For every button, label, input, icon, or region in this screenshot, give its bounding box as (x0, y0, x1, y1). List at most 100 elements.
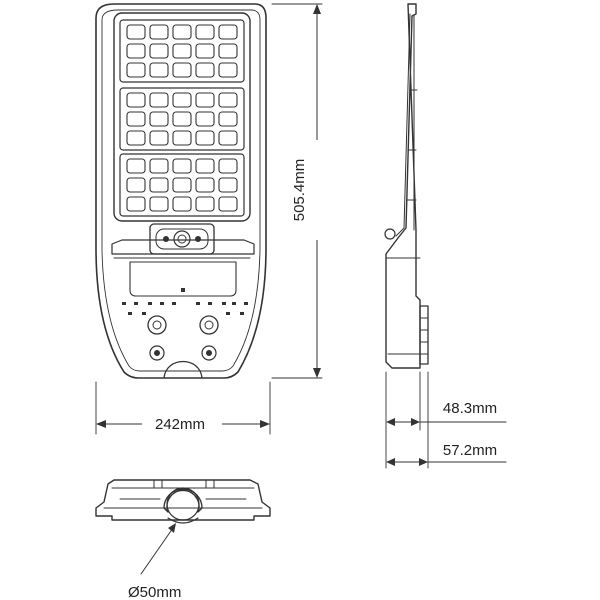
side-sensor (384, 228, 396, 240)
solar-panel (119, 19, 245, 217)
solar-cell (149, 92, 169, 108)
solar-cell (218, 92, 238, 108)
solar-cell (195, 92, 215, 108)
pir-sensor-lens (173, 230, 191, 248)
solar-module-frame (119, 153, 245, 217)
front-view (95, 3, 267, 379)
solar-cell (195, 177, 215, 193)
solar-cell (172, 130, 192, 146)
solar-cell (149, 62, 169, 78)
vent-slot (172, 302, 176, 305)
solar-cell (218, 111, 238, 127)
vent-slot (208, 302, 212, 305)
solar-module (119, 153, 245, 217)
vent-slot (160, 302, 164, 305)
solar-cell (149, 196, 169, 212)
vent-slot (142, 312, 146, 315)
vent-slot (148, 302, 152, 305)
solar-cell (218, 196, 238, 212)
solar-cell (172, 111, 192, 127)
housing-inner-outline (101, 9, 261, 372)
height-dimension: 505.4mm (271, 3, 328, 379)
vent-slot (128, 312, 132, 315)
solar-cell (218, 24, 238, 40)
pole-diameter-dimension: Ø50mm (128, 523, 181, 600)
solar-cell (172, 43, 192, 59)
pole-clamp-bottom (167, 517, 199, 524)
solar-cell (218, 130, 238, 146)
mount-bolt-lower-left (149, 345, 165, 361)
vent-slot (232, 302, 236, 305)
solar-cell (149, 130, 169, 146)
depth-b-dimension-label: 57.2mm (443, 442, 497, 459)
depth-a-dimension: 48.3mm (385, 371, 507, 469)
solar-cell (218, 158, 238, 174)
width-dimension-label: 242mm (155, 416, 205, 433)
pole-diameter-label: Ø50mm (128, 584, 181, 600)
vent-slot (222, 302, 226, 305)
bottom-tab-left (153, 479, 163, 489)
pole-circle (166, 487, 200, 521)
solar-cell (126, 62, 146, 78)
bracket-recess (129, 261, 237, 297)
solar-cell (126, 43, 146, 59)
housing-outline (95, 3, 267, 379)
mount-bolt-lower-right (201, 345, 217, 361)
center-mark (181, 288, 185, 292)
solar-panel-frame (113, 12, 251, 222)
pir-sensor (149, 223, 215, 255)
solar-cell (218, 43, 238, 59)
vent-slot (196, 302, 200, 305)
solar-cell (218, 177, 238, 193)
solar-cell (172, 196, 192, 212)
solar-cell (172, 24, 192, 40)
solar-module (119, 87, 245, 151)
pir-sensor-lens-inner (177, 234, 187, 244)
solar-cell (195, 130, 215, 146)
solar-cell (195, 111, 215, 127)
solar-cell (126, 177, 146, 193)
pole-clamp-notch (163, 361, 203, 379)
solar-cell (172, 92, 192, 108)
vent-slot (122, 302, 126, 305)
solar-module (119, 19, 245, 83)
solar-cell (218, 62, 238, 78)
solar-cell (195, 62, 215, 78)
vent-slot (134, 302, 138, 305)
solar-cell (149, 177, 169, 193)
solar-module-frame (119, 87, 245, 151)
solar-cell (126, 158, 146, 174)
solar-cell (149, 43, 169, 59)
solar-cell (126, 130, 146, 146)
side-ticks (406, 89, 418, 201)
solar-cell (195, 158, 215, 174)
height-dimension-label: 505.4mm (291, 159, 308, 222)
solar-cell (172, 62, 192, 78)
solar-cell (172, 158, 192, 174)
bottom-view (95, 479, 271, 524)
bottom-tab-right (205, 479, 215, 489)
mount-bolt-upper-right (199, 315, 219, 335)
solar-cell (126, 24, 146, 40)
solar-cell (149, 158, 169, 174)
mount-bolt-upper-left (147, 315, 167, 335)
pole-section (163, 488, 203, 513)
vent-slot (226, 312, 230, 315)
side-profile-outline (385, 3, 421, 369)
depth-a-dimension-label: 48.3mm (443, 400, 497, 417)
sensor-screw-right (195, 236, 201, 242)
solar-cell (195, 24, 215, 40)
solar-cell (149, 111, 169, 127)
side-profile-front-edge (395, 13, 411, 237)
solar-cell (172, 177, 192, 193)
sensor-housing (111, 239, 255, 255)
solar-cell (126, 111, 146, 127)
depth-b-dimension: 57.2mm (386, 371, 507, 469)
sensor-screw-left (163, 236, 169, 242)
pir-sensor-window (155, 228, 209, 250)
vent-slot (240, 312, 244, 315)
solar-cell (126, 196, 146, 212)
vent-slot (244, 302, 248, 305)
solar-cell (126, 92, 146, 108)
